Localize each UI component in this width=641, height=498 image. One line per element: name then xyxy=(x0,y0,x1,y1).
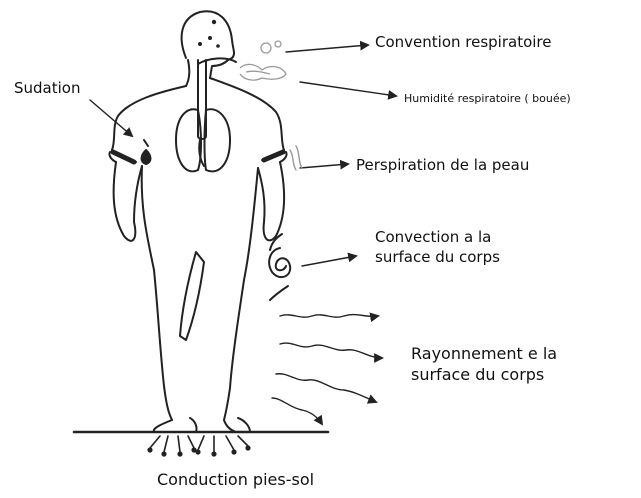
label-convection-surface-line1: Convection a la xyxy=(375,228,565,248)
label-convection-surface-line2: surface du corps xyxy=(375,248,565,268)
conduction-marks xyxy=(148,436,250,456)
arrow-humidite xyxy=(300,82,396,96)
eye-dot xyxy=(212,20,216,24)
sweat-mark xyxy=(144,140,148,146)
arrow-convection-respiratoire xyxy=(286,45,368,52)
label-humidite-respiratoire: Humidité respiratoire ( bouée) xyxy=(404,92,571,105)
left-arm xyxy=(114,162,142,241)
arrow-convection-surface xyxy=(302,256,356,266)
label-convection-respiratoire: Convention respiratoire xyxy=(375,33,552,51)
right-lung xyxy=(205,109,231,171)
neck-outline xyxy=(186,60,189,86)
mouth-dot xyxy=(216,44,220,48)
sweat-drop xyxy=(142,150,151,164)
label-conduction: Conduction pies-sol xyxy=(157,470,314,489)
label-perspiration: Perspiration de la peau xyxy=(356,156,529,174)
label-rayonnement-line1: Rayonnement e la xyxy=(411,344,621,365)
right-foot xyxy=(224,418,250,432)
nose-dot xyxy=(208,36,212,40)
airway-top xyxy=(198,58,236,64)
radiation-wave-2 xyxy=(280,343,382,358)
exhale-bubble-small xyxy=(275,41,281,47)
left-foot xyxy=(154,418,197,432)
breath-vapor xyxy=(240,41,286,80)
right-arm xyxy=(258,162,284,240)
right-sleeve-band xyxy=(264,152,283,160)
convection-coil-icon xyxy=(269,248,290,277)
label-rayonnement: Rayonnement e la surface du corps xyxy=(411,344,621,386)
coil-line-2 xyxy=(270,286,288,300)
exhale-bubble xyxy=(261,43,271,53)
label-convection-surface: Convection a la surface du corps xyxy=(375,228,565,267)
radiation-wave-1 xyxy=(280,315,378,318)
left-sleeve-band xyxy=(113,152,134,162)
label-sudation: Sudation xyxy=(14,79,80,97)
arrow-sudation xyxy=(90,100,132,136)
right-leg xyxy=(224,168,258,420)
face-dot xyxy=(198,42,202,46)
radiation-wave-3 xyxy=(276,374,376,402)
arrow-perspiration xyxy=(300,164,348,168)
perspiration-vapor xyxy=(290,150,296,170)
perspiration-vapor-2 xyxy=(296,146,302,168)
left-leg xyxy=(142,166,172,420)
label-rayonnement-line2: surface du corps xyxy=(411,365,621,386)
inner-leg-gap xyxy=(180,252,204,340)
radiation-wave-4 xyxy=(272,398,322,424)
